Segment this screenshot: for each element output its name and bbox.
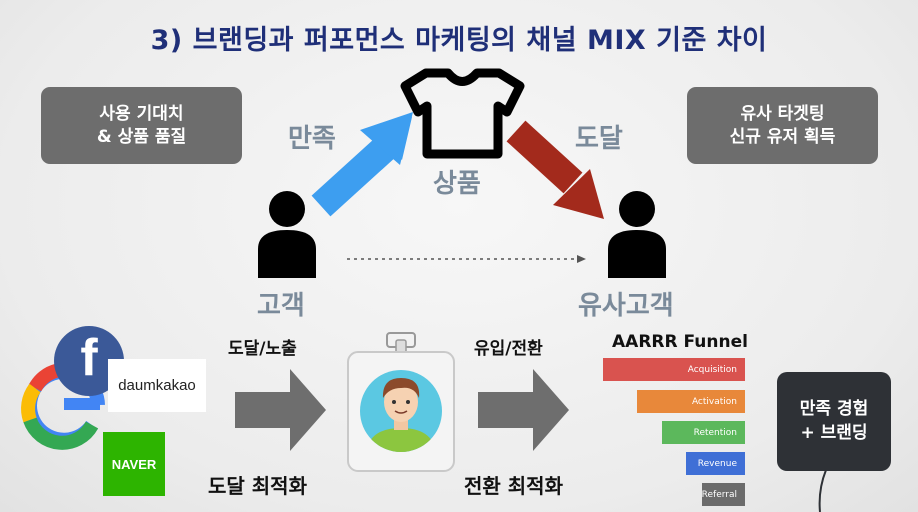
reach-arrow bbox=[506, 120, 604, 219]
lookalike-targeting-box: 유사 타겟팅 신규 유저 획득 bbox=[687, 87, 878, 164]
reach-exposure-label: 도달/노출 bbox=[228, 339, 297, 359]
page-title: 3) 브랜딩과 퍼포먼스 마케팅의 채널 MIX 기준 차이 bbox=[150, 25, 768, 56]
similar-customer-label: 유사고객 bbox=[578, 291, 674, 321]
funnel-stage-acquisition: Acquisition bbox=[603, 358, 745, 381]
tshirt-icon bbox=[400, 68, 525, 159]
conversion-gray-arrow bbox=[478, 369, 569, 451]
satisfaction-label: 만족 bbox=[288, 124, 336, 154]
reach-label: 도달 bbox=[575, 124, 623, 154]
funnel-stage-revenue: Revenue bbox=[686, 452, 745, 475]
inflow-conversion-label: 유입/전환 bbox=[474, 339, 543, 359]
expectation-quality-box: 사용 기대치 & 상품 품질 bbox=[41, 87, 242, 164]
satisfaction-branding-box: 만족 경험 + 브랜딩 bbox=[777, 372, 891, 471]
conversion-optimization-label: 전환 최적화 bbox=[464, 474, 563, 498]
similar-customer-person-icon bbox=[608, 191, 666, 278]
funnel-title: AARRR Funnel bbox=[612, 332, 748, 352]
naver-logo: NAVER bbox=[103, 432, 165, 496]
product-label: 상품 bbox=[433, 169, 481, 199]
facebook-letter: f bbox=[80, 329, 98, 387]
daumkakao-logo: daumkakao bbox=[108, 359, 206, 412]
reach-gray-arrow bbox=[235, 369, 326, 451]
customer-person-icon bbox=[258, 191, 316, 278]
satisfaction-arrow bbox=[311, 112, 413, 217]
funnel-stage-retention: Retention bbox=[662, 421, 745, 444]
funnel-stage-activation: Activation bbox=[637, 390, 745, 413]
pointer-line bbox=[818, 469, 827, 512]
dotted-arrow bbox=[347, 255, 586, 263]
funnel-stage-referral: Referral bbox=[702, 483, 745, 506]
facebook-logo bbox=[54, 326, 124, 396]
customer-label: 고객 bbox=[257, 291, 305, 321]
id-badge-icon bbox=[347, 332, 455, 472]
reach-optimization-label: 도달 최적화 bbox=[208, 474, 307, 498]
